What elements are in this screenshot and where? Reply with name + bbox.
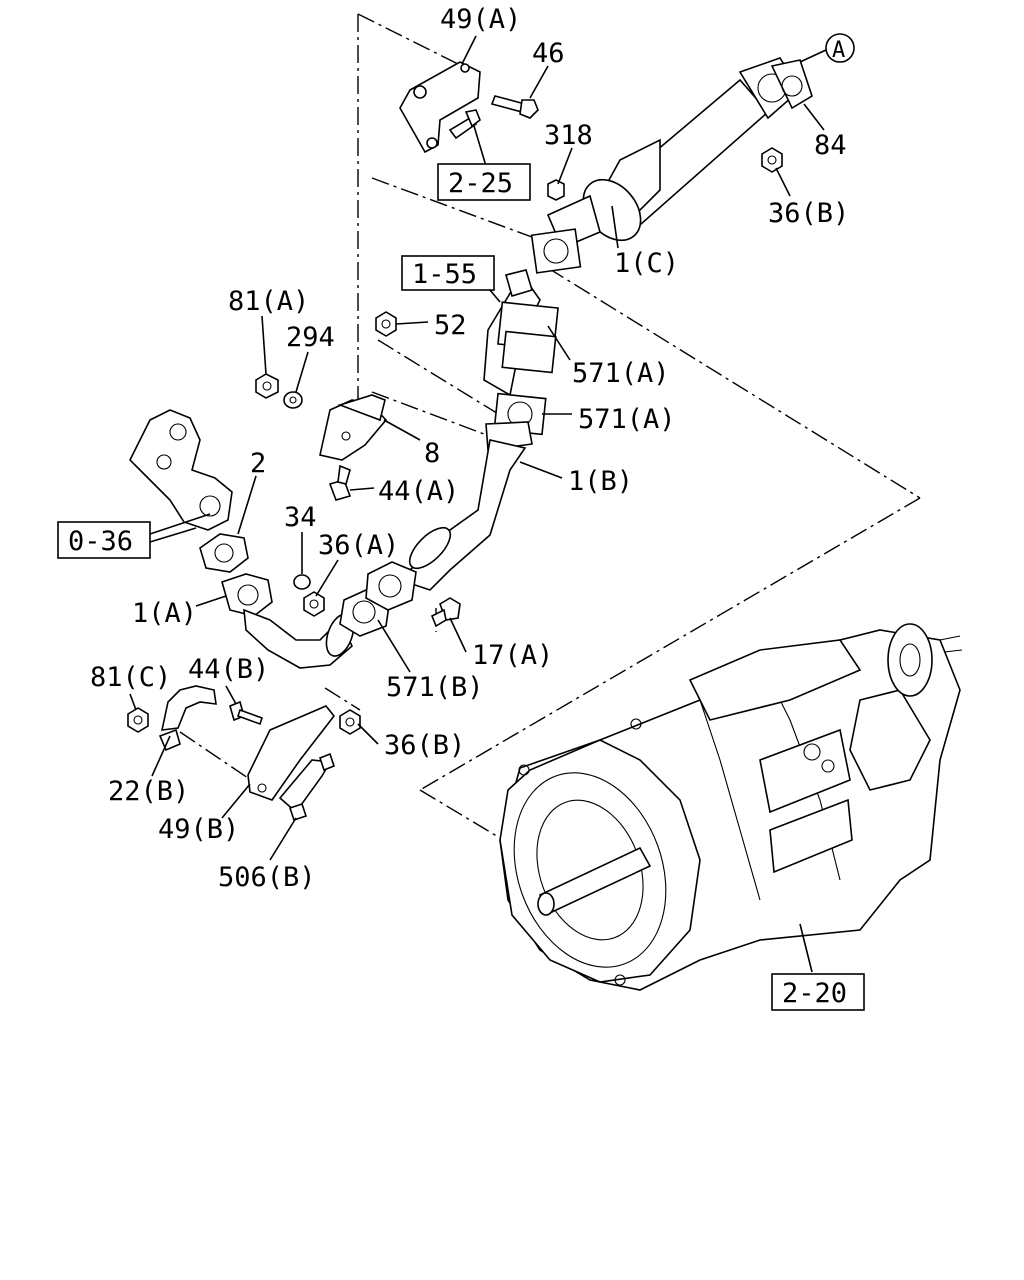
callout-22b: 22(B) xyxy=(108,776,189,807)
pipe-1b xyxy=(398,421,533,591)
callout-44a: 44(A) xyxy=(378,476,459,507)
manifold-0-36 xyxy=(129,409,233,531)
bolt-2-25 xyxy=(448,109,481,140)
bolt-44b xyxy=(229,700,264,726)
callout-labels: 49(A) 46 318 84 36(B) 1(C) 81(A) 294 52 … xyxy=(90,4,849,893)
ref-label-2-20: 2-20 xyxy=(782,978,847,1009)
callout-318: 318 xyxy=(544,120,593,151)
flange-1b-lower xyxy=(365,561,417,611)
nut-52 xyxy=(375,311,397,337)
callout-2: 2 xyxy=(250,448,266,479)
washer-294 xyxy=(283,391,303,409)
callout-1a: 1(A) xyxy=(132,598,197,629)
ref-label-a: A xyxy=(832,38,845,63)
phantom-lines xyxy=(179,13,921,839)
nut-36a xyxy=(303,591,325,617)
callout-46: 46 xyxy=(532,38,565,69)
callout-17a: 17(A) xyxy=(472,640,553,671)
nut-318 xyxy=(547,179,565,201)
ref-box-2-25[interactable]: 2-25 xyxy=(437,163,531,201)
callout-571a-lower: 571(A) xyxy=(578,404,676,435)
assembly-1-55 xyxy=(483,269,559,397)
callout-49a: 49(A) xyxy=(440,4,521,35)
bolt-44a xyxy=(328,464,352,501)
gasket-2 xyxy=(199,533,249,573)
callout-49b: 49(B) xyxy=(158,814,239,845)
bracket-49b xyxy=(247,705,336,801)
leader-lines xyxy=(129,35,827,973)
bracket-8 xyxy=(319,394,388,461)
callout-571a-upper: 571(A) xyxy=(572,358,670,389)
clamp-22b xyxy=(158,685,217,752)
callout-8: 8 xyxy=(424,438,440,469)
bracket-49a xyxy=(399,61,481,154)
transmission-2-20 xyxy=(499,623,963,991)
washer-34 xyxy=(293,574,311,590)
callout-1b: 1(B) xyxy=(568,466,633,497)
callout-81c: 81(C) xyxy=(90,662,171,693)
callout-81a: 81(A) xyxy=(228,286,309,317)
callout-52: 52 xyxy=(434,310,467,341)
ref-box-2-20[interactable]: 2-20 xyxy=(771,973,865,1011)
callout-36a: 36(A) xyxy=(318,530,399,561)
gasket-84 xyxy=(770,59,813,110)
ref-circle-a[interactable]: A xyxy=(825,33,855,63)
bracket-506b xyxy=(278,752,335,822)
pipe-1c xyxy=(530,57,802,274)
callout-571b: 571(B) xyxy=(386,672,484,703)
callout-1c: 1(C) xyxy=(614,248,679,279)
nut-81a xyxy=(255,373,279,399)
nut-81c xyxy=(127,707,149,733)
ref-box-1-55[interactable]: 1-55 xyxy=(401,255,495,291)
ref-label-2-25: 2-25 xyxy=(448,168,513,199)
ref-box-0-36[interactable]: 0-36 xyxy=(57,521,151,559)
callout-44b: 44(B) xyxy=(188,654,269,685)
bolt-17a xyxy=(430,597,461,628)
nut-36b-top xyxy=(761,147,783,173)
callout-34: 34 xyxy=(284,502,317,533)
callout-84: 84 xyxy=(814,130,847,161)
bolt-46 xyxy=(490,95,539,119)
callout-36b-top: 36(B) xyxy=(768,198,849,229)
callout-294: 294 xyxy=(286,322,335,353)
nut-36b-bottom xyxy=(339,709,361,735)
ref-label-1-55: 1-55 xyxy=(412,259,477,290)
callout-36b-bottom: 36(B) xyxy=(384,730,465,761)
ref-label-0-36: 0-36 xyxy=(68,526,133,557)
callout-506b: 506(B) xyxy=(218,862,316,893)
